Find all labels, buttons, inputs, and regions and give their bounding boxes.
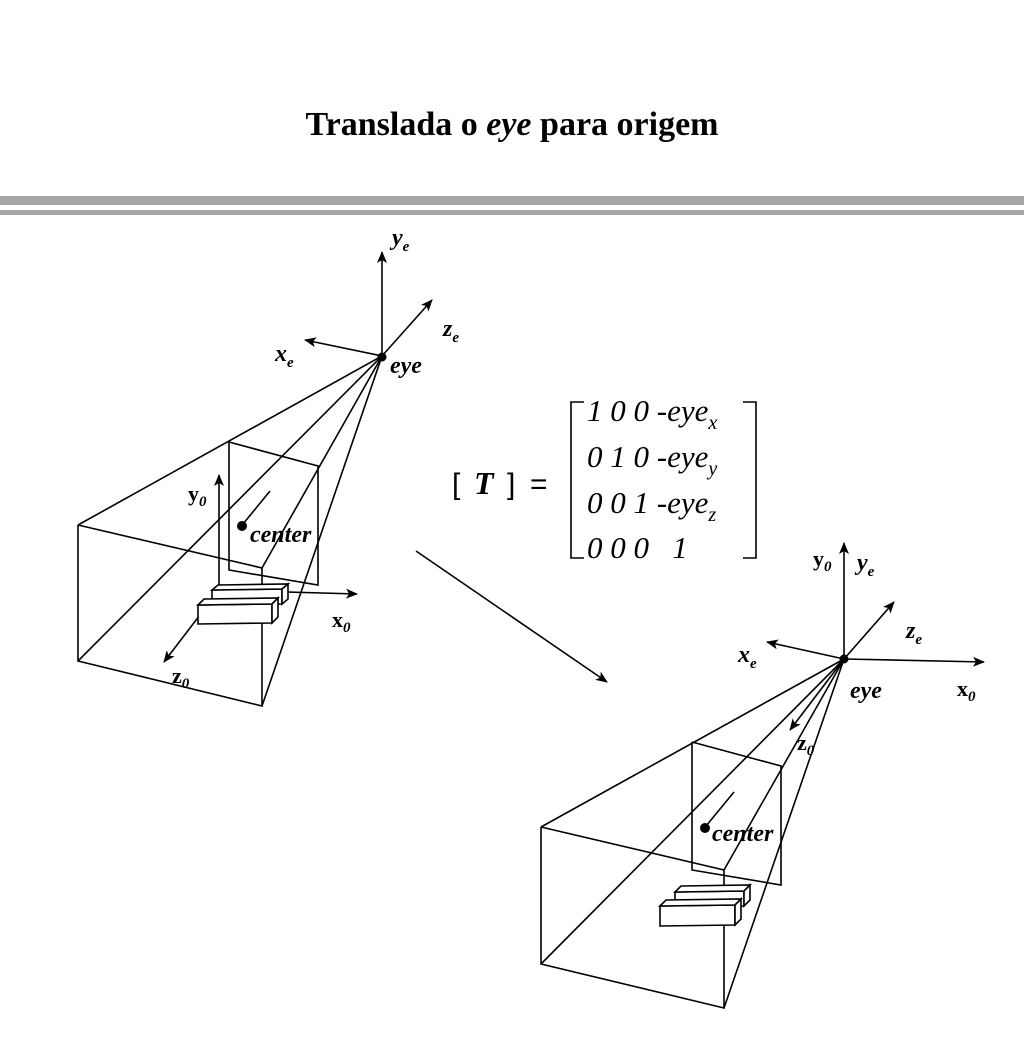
header-rule-thick <box>0 196 1024 205</box>
matrix-equals: = <box>530 468 548 501</box>
title-emphasis: eye <box>486 106 532 143</box>
right-frustum-edge <box>723 658 845 1009</box>
left-y0-label: y0 <box>188 481 207 510</box>
left-look-direction <box>242 490 271 525</box>
left-box-front <box>196 596 280 625</box>
left-eye-label: eye <box>390 353 422 379</box>
left-x0-label: x0 <box>332 607 351 636</box>
left-center-point <box>237 521 247 531</box>
matrix-row-2: 0 1 0 -eyey <box>587 439 717 480</box>
right-scene <box>540 542 985 1010</box>
left-ze-label: ze <box>442 316 459 346</box>
right-z0-label: z0 <box>797 730 815 759</box>
right-eye-point <box>839 654 849 664</box>
right-frustum-edge <box>540 658 845 828</box>
right-frustum-edge <box>723 658 845 871</box>
left-frustum-edge <box>77 355 383 526</box>
page-title: Translada o eye para origem <box>305 106 719 143</box>
left-ye-label: ye <box>389 225 410 255</box>
matrix-lhs-symbol: T <box>474 465 495 501</box>
left-frustum-edge <box>77 355 383 662</box>
left-xe-label: xe <box>274 341 294 371</box>
right-center-point <box>700 823 710 833</box>
left-frustum-edge <box>261 355 383 707</box>
right-xe-label: xe <box>737 642 757 672</box>
transform-arrow <box>415 550 608 683</box>
matrix-left-bracket <box>570 401 584 559</box>
right-xe-axis <box>766 639 845 660</box>
right-box-front <box>658 897 743 927</box>
right-y0-label: y0 <box>813 546 832 575</box>
right-x0-axis <box>843 656 985 667</box>
translation-matrix: [ T ] = 1 0 0 -eyex 0 1 0 -eyey 0 0 1 -e… <box>452 393 757 565</box>
left-scene <box>77 251 433 708</box>
right-eye-label: eye <box>850 678 882 704</box>
header-rule-thin <box>0 210 1024 215</box>
matrix-right-bracket <box>743 401 757 559</box>
left-ze-axis <box>381 299 433 357</box>
right-center-label: center <box>712 821 774 847</box>
right-z0-axis <box>789 658 845 731</box>
right-look-direction <box>705 791 735 827</box>
matrix-row-3: 0 0 1 -eyez <box>587 485 716 526</box>
left-xe-axis <box>304 337 383 357</box>
matrix-lhs-close: ] <box>507 468 515 501</box>
right-ze-label: ze <box>905 618 922 648</box>
matrix-row-4: 0 0 0 1 <box>587 530 688 565</box>
right-frustum-edge <box>540 658 845 965</box>
right-ye-label: ye <box>854 550 875 580</box>
left-near-plane <box>228 441 319 586</box>
right-ze-axis <box>843 601 895 660</box>
matrix-row-1: 1 0 0 -eyex <box>587 393 717 434</box>
matrix-lhs-open: [ <box>452 468 461 501</box>
right-near-plane <box>691 741 782 886</box>
left-z0-label: z0 <box>172 663 190 692</box>
left-center-label: center <box>250 522 312 548</box>
left-eye-point <box>377 352 387 362</box>
left-frustum-edge <box>261 355 383 569</box>
right-x0-label: x0 <box>957 676 976 705</box>
